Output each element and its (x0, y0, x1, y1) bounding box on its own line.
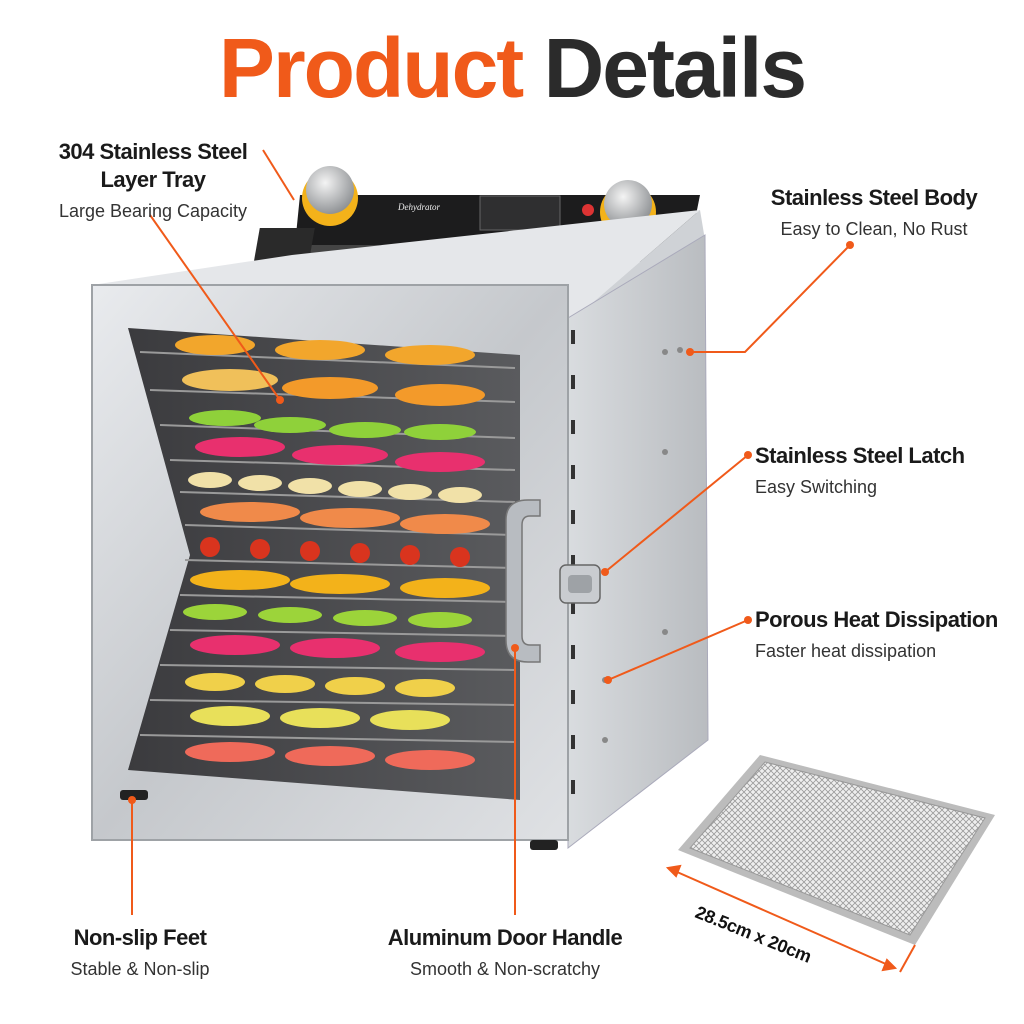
callout-heat-sub: Faster heat dissipation (755, 641, 937, 661)
side-panel (567, 234, 709, 850)
title-rest: Details (543, 21, 807, 115)
callout-tray-head-1: 304 Stainless Steel (58, 139, 248, 164)
callout-heat: Porous Heat Dissipation Faster heat diss… (755, 606, 1015, 664)
callout-dots (128, 241, 854, 804)
panel-brand: Dehydrator (397, 202, 440, 212)
callout-handle-sub: Smooth & Non-scratchy (409, 959, 601, 979)
info-plate (479, 195, 561, 231)
callout-body-head: Stainless Steel Body (770, 185, 978, 210)
food-trays (139, 335, 516, 770)
callout-heat-head: Porous Heat Dissipation (755, 607, 998, 632)
callout-tray: 304 Stainless Steel Layer Tray Large Bea… (38, 138, 268, 224)
callout-handle-head: Aluminum Door Handle (387, 925, 623, 950)
callout-body: Stainless Steel Body Easy to Clean, No R… (752, 184, 996, 242)
callout-feet: Non-slip Feet Stable & Non-slip (40, 924, 240, 982)
foot-right (530, 840, 558, 850)
vent-holes (571, 330, 575, 794)
power-indicator (582, 204, 594, 216)
door-handle (505, 499, 541, 663)
callout-feet-head: Non-slip Feet (73, 925, 207, 950)
temperature-knob (302, 166, 358, 226)
page-title: Product Details (0, 18, 1024, 118)
fruit-slices (175, 335, 490, 770)
callout-handle: Aluminum Door Handle Smooth & Non-scratc… (360, 924, 650, 982)
callout-lines (131, 149, 851, 915)
callout-latch: Stainless Steel Latch Easy Switching (755, 442, 993, 500)
callout-latch-head: Stainless Steel Latch (755, 443, 965, 468)
door-latch (559, 564, 601, 604)
callout-body-sub: Easy to Clean, No Rust (780, 219, 968, 239)
title-accent: Product (218, 21, 524, 115)
callout-tray-sub: Large Bearing Capacity (58, 201, 248, 221)
spare-mesh-tray (678, 755, 995, 945)
callout-feet-sub: Stable & Non-slip (70, 959, 210, 979)
dimension-arrow (665, 864, 916, 973)
callout-tray-head-2: Layer Tray (100, 167, 206, 192)
callout-latch-sub: Easy Switching (755, 477, 878, 497)
foot-left (120, 790, 148, 800)
